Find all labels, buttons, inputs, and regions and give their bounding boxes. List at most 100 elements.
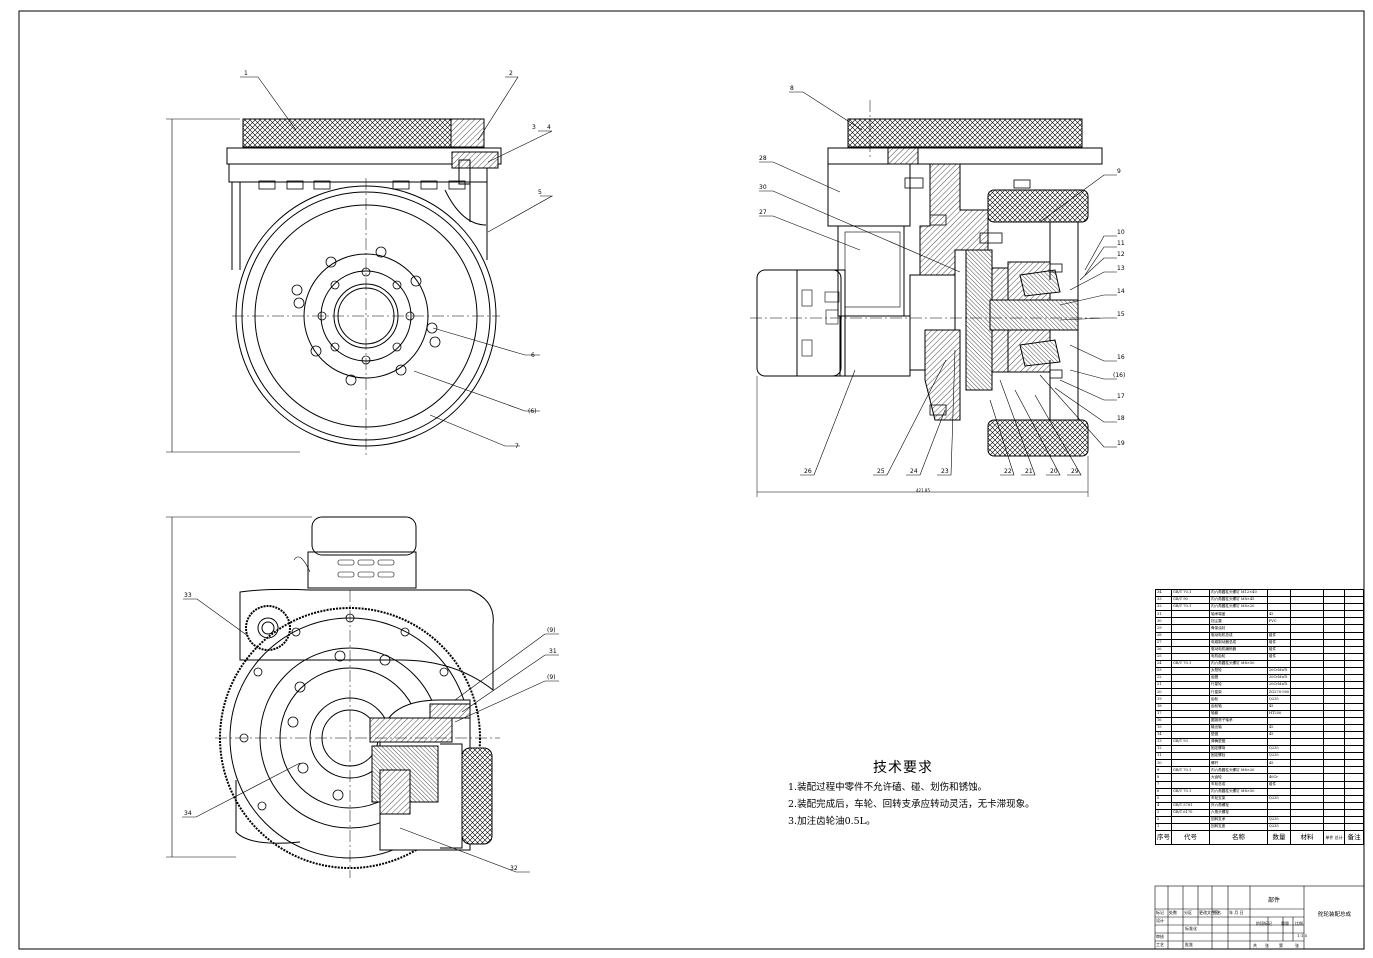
bom-cell: [1290, 624, 1324, 633]
tire-cutaway: [461, 747, 493, 845]
balloon-31: 31: [549, 648, 557, 655]
bom-cell: 组件: [1266, 631, 1292, 640]
bom-cell: 组件: [1266, 780, 1292, 789]
bom-cell: 30: [1155, 617, 1172, 626]
balloon-17: 17: [1117, 393, 1125, 400]
bom-cell: [1171, 645, 1210, 654]
bom-cell: [1344, 723, 1364, 732]
tb-role-label: 审核: [1156, 934, 1164, 939]
bom-cell: 20: [1155, 688, 1172, 697]
bom-cell: 34: [1155, 588, 1172, 598]
balloon-25: 25: [877, 468, 885, 475]
bom-cell: [1322, 723, 1346, 732]
technical-requirements: 技术要求 1.装配过程中零件不允许磕、碰、划伤和锈蚀。 2.装配完成后，车轮、回…: [788, 760, 1035, 830]
bom-cell: [1171, 652, 1210, 661]
bom-cell: [1171, 716, 1210, 725]
bom-cell: 12: [1155, 745, 1172, 754]
bom-cell: [1171, 752, 1210, 761]
tb-row-label: 分区: [1184, 910, 1192, 915]
balloon-13: 13: [1117, 265, 1125, 272]
bom-cell: [1171, 815, 1210, 825]
bom-cell: [1171, 780, 1210, 789]
bom-cell: [1322, 745, 1346, 754]
bom-cell: 车轮总成: [1209, 780, 1268, 789]
bom-cell: [1344, 617, 1364, 626]
bom-cell: 组件: [1266, 645, 1292, 654]
bom-cell: [1322, 766, 1346, 775]
bom-cell: [1266, 737, 1292, 747]
title-block-grid: [1154, 885, 1365, 950]
bom-cell: [1322, 681, 1346, 690]
bom-cell: Q235: [1266, 695, 1292, 704]
bom-cell: 18: [1155, 702, 1172, 711]
bom-cell: 29: [1155, 624, 1172, 633]
bom-cell: [1171, 624, 1210, 633]
balloon-26: 26: [804, 468, 812, 475]
bom-cell: [1344, 702, 1364, 711]
bom-header-weight: 单件 总计: [1322, 830, 1346, 846]
bom-cell: [1290, 645, 1324, 654]
bom-cell: [1290, 659, 1324, 669]
bom-cell: 内六角圆柱头螺钉 M8×20: [1209, 766, 1268, 775]
bom-cell: 8: [1155, 773, 1172, 782]
bom-cell: [1322, 638, 1346, 647]
balloon-7: 7: [515, 443, 519, 450]
balloon-1: 1: [244, 70, 248, 77]
bom-cell: 电机齿轮: [1209, 652, 1268, 661]
bom-cell: 40Cr: [1266, 773, 1292, 782]
bom-cell: GB/T 70.1: [1171, 659, 1210, 669]
tb-sheet-label: 张: [1295, 943, 1299, 948]
bom-cell: [1322, 730, 1346, 739]
balloon-29: 29: [1071, 468, 1079, 475]
bom-cell: [1266, 659, 1292, 669]
bom-cell: 32: [1155, 603, 1172, 612]
balloon-10: 10: [1117, 229, 1125, 236]
tb-stage-label: 比例: [1295, 921, 1303, 926]
view3-balloons: 32 33 34 (9) 31 (9): [184, 592, 557, 872]
bom-cell: 内六角圆柱头螺钉 M8×50: [1209, 659, 1268, 669]
bom-cell: [1290, 695, 1324, 704]
motor-encoder: [756, 269, 842, 377]
bom-cell: [1266, 624, 1292, 633]
motor-top: [311, 516, 417, 556]
bom-cell: 齿轮轴: [1209, 702, 1268, 711]
tire-bottom: [987, 419, 1089, 457]
bom-cell: 25: [1155, 652, 1172, 661]
bom-cell: [1344, 638, 1364, 647]
bom-cell: 固定螺栓: [1209, 752, 1268, 761]
bom-cell: [1344, 596, 1364, 605]
bom-cell: [1290, 723, 1324, 732]
bom-cell: Q235: [1266, 815, 1292, 825]
bom-cell: 28: [1155, 631, 1172, 640]
bom-cell: [1344, 624, 1364, 633]
balloon-18: 18: [1117, 415, 1125, 422]
bom-cell: 20CrMnTi: [1266, 674, 1292, 683]
bom-cell: [1171, 674, 1210, 683]
bom-cell: [1290, 752, 1324, 761]
bom-cell: 组件: [1266, 638, 1292, 647]
requirement-2: 2.装配完成后，车轮、回转支承应转动灵活，无卡滞现象。: [788, 799, 1035, 810]
bom-header-code: 代号: [1171, 830, 1210, 846]
bom-cell: [1171, 823, 1210, 832]
bom-cell: [1290, 603, 1324, 612]
bom-cell: 23: [1155, 667, 1172, 676]
bom-cell: [1344, 780, 1364, 789]
bom-cell: [1344, 631, 1364, 640]
balloon-21: 21: [1025, 468, 1033, 475]
drive-motor: [827, 163, 911, 227]
bom-cell: [1322, 596, 1346, 605]
bom-cell: [1290, 759, 1324, 768]
bom-cell: [1322, 603, 1346, 612]
bom-cell: [1171, 681, 1210, 690]
bom-cell: 挡尘罩: [1209, 617, 1268, 626]
